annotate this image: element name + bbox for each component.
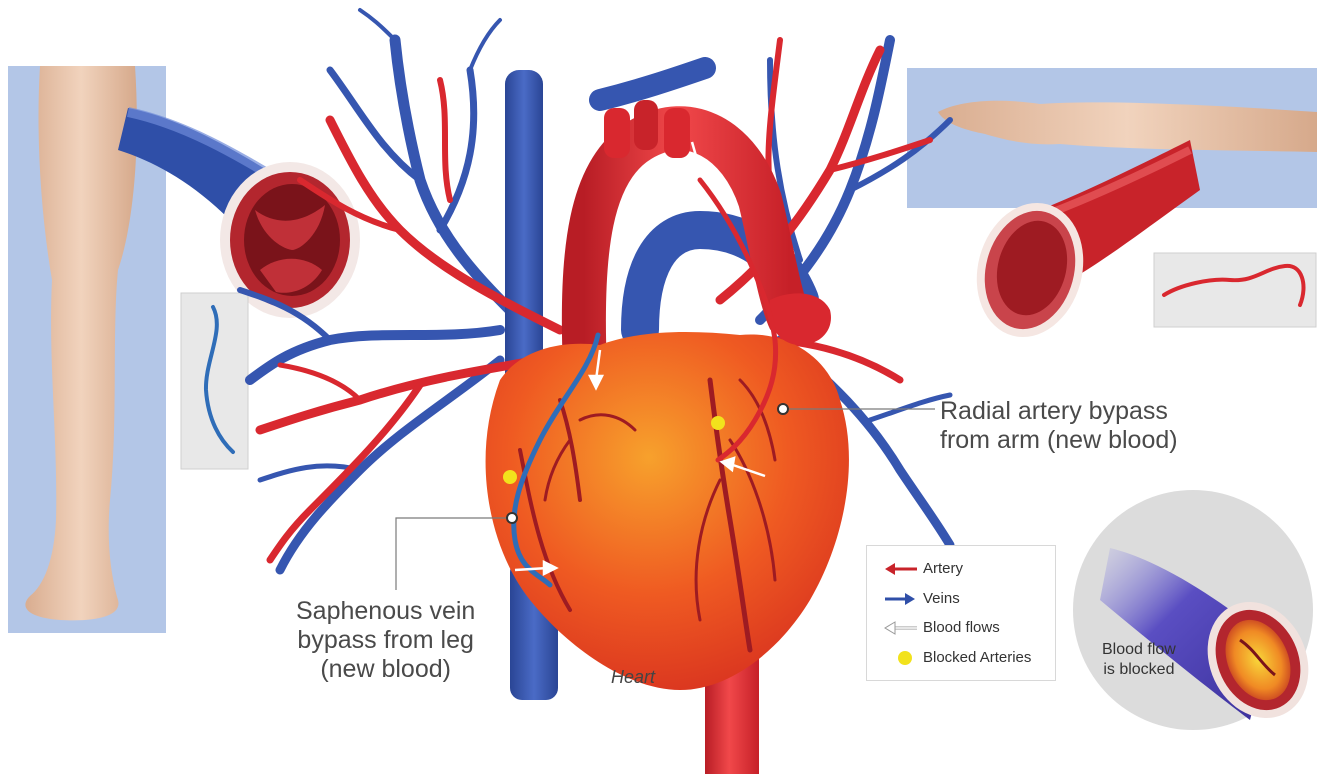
artery-sample-box xyxy=(1154,253,1316,327)
callout-anchor xyxy=(778,404,788,414)
legend: Artery Veins Blood flows Blocked Arterie… xyxy=(866,545,1056,681)
radial-artery-label: Radial artery bypass from arm (new blood… xyxy=(940,397,1178,455)
blocked-artery-marker xyxy=(503,470,517,484)
aortic-branch-2 xyxy=(634,100,658,150)
legend-label: Blood flows xyxy=(923,617,1000,639)
heart-label: Heart xyxy=(611,667,655,688)
blocked-artery-marker xyxy=(711,416,725,430)
superior-vena-cava xyxy=(505,70,543,400)
legend-label: Veins xyxy=(923,588,960,610)
yellow-dot-icon xyxy=(881,647,919,669)
red-arrow-icon xyxy=(881,558,919,580)
pulmonary-vein-upper xyxy=(600,68,705,100)
blocked-artery-inset xyxy=(1073,490,1318,735)
saphenous-vein-label: Saphenous vein bypass from leg (new bloo… xyxy=(296,597,475,684)
blocked-flow-label: Blood flow is blocked xyxy=(1102,640,1176,680)
aortic-branch-1 xyxy=(604,108,630,158)
callout-anchor xyxy=(507,513,517,523)
vein-sample-box xyxy=(181,293,248,469)
legend-item-veins: Veins xyxy=(867,588,1055,610)
legend-item-artery: Artery xyxy=(867,558,1055,580)
white-arrow-icon xyxy=(881,617,919,639)
legend-item-blocked: Blocked Arteries xyxy=(867,647,1055,669)
aortic-branch-3 xyxy=(664,108,690,158)
legend-item-blood-flows: Blood flows xyxy=(867,617,1055,639)
legend-label: Artery xyxy=(923,558,963,580)
blue-arrow-icon xyxy=(881,588,919,610)
legend-label: Blocked Arteries xyxy=(923,647,1031,669)
